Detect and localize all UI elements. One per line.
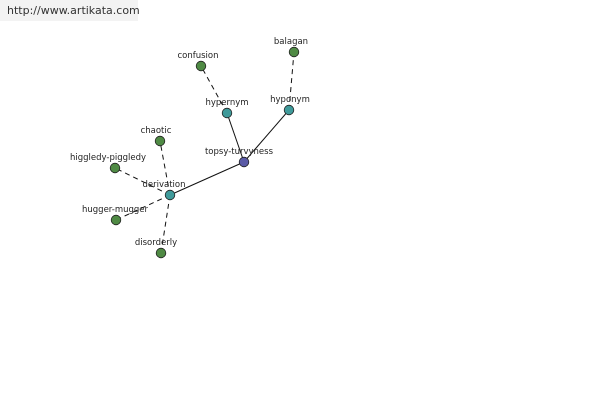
edge-topsy-turvyness-to-hyponym — [243, 109, 290, 163]
node-label-confusion[interactable]: confusion — [177, 51, 218, 61]
edge-derivation-to-disorderly — [160, 194, 171, 254]
node-balagan[interactable]: balagan — [274, 37, 308, 58]
node-hyponym[interactable]: hyponym — [270, 95, 310, 116]
node-topsy-turvyness[interactable]: topsy-turvyness — [205, 147, 274, 168]
node-higgledy-piggledy[interactable]: higgledy-piggledy — [70, 153, 146, 174]
node-label-higgledy-piggledy[interactable]: higgledy-piggledy — [70, 153, 146, 163]
node-label-hugger-mugger[interactable]: hugger-mugger — [82, 205, 149, 215]
node-derivation[interactable]: derivation — [142, 180, 186, 201]
node-hugger-mugger[interactable]: hugger-mugger — [82, 205, 149, 226]
site-url-banner[interactable]: http://www.artikata.com — [0, 0, 140, 21]
node-label-hyponym[interactable]: hyponym — [270, 95, 310, 105]
node-circle-derivation[interactable] — [164, 189, 176, 201]
node-circle-hypernym[interactable] — [221, 107, 233, 119]
edge-topsy-turvyness-to-hypernym — [226, 112, 245, 163]
node-label-chaotic[interactable]: chaotic — [141, 126, 172, 136]
node-circle-hugger-mugger[interactable] — [110, 214, 122, 226]
node-label-topsy-turvyness[interactable]: topsy-turvyness — [205, 147, 274, 157]
node-label-balagan[interactable]: balagan — [274, 37, 308, 47]
node-confusion[interactable]: confusion — [177, 51, 219, 72]
node-circle-confusion[interactable] — [195, 60, 207, 72]
edge-topsy-turvyness-to-derivation — [169, 161, 245, 196]
node-chaotic[interactable]: chaotic — [141, 126, 172, 147]
edges-layer — [114, 51, 295, 254]
edge-derivation-to-chaotic — [159, 140, 171, 196]
edge-hyponym-to-balagan — [288, 51, 295, 111]
node-label-derivation[interactable]: derivation — [142, 180, 185, 190]
node-circle-chaotic[interactable] — [154, 135, 166, 147]
node-hypernym[interactable]: hypernym — [205, 98, 249, 119]
node-circle-hyponym[interactable] — [283, 104, 295, 116]
nodes-layer: topsy-turvyness hypernym hyponym derivation… — [70, 37, 310, 259]
edge-derivation-to-hugger-mugger — [115, 194, 171, 221]
node-circle-disorderly[interactable] — [155, 247, 167, 259]
node-label-disorderly[interactable]: disorderly — [135, 238, 177, 248]
node-circle-topsy-turvyness[interactable] — [238, 156, 250, 168]
edge-derivation-to-higgledy-piggledy — [114, 167, 171, 196]
node-circle-higgledy-piggledy[interactable] — [109, 162, 121, 174]
node-circle-balagan[interactable] — [288, 46, 300, 58]
node-disorderly[interactable]: disorderly — [135, 238, 177, 259]
node-label-hypernym[interactable]: hypernym — [205, 98, 248, 108]
